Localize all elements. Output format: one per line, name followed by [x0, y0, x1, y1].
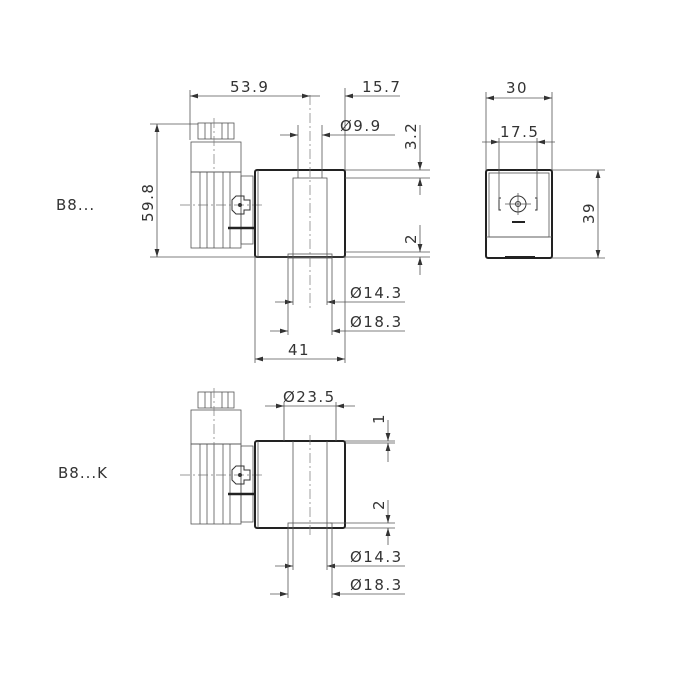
connector-plug: [180, 118, 262, 249]
dim-15-7: 15.7: [362, 78, 401, 96]
dim-17-5: 17.5: [500, 123, 539, 141]
coil-view-b8: B8...: [56, 78, 430, 363]
model-label-b8: B8...: [56, 196, 95, 214]
dim-53-9: 53.9: [230, 78, 269, 96]
dim-39: 39: [580, 202, 598, 224]
dim-30: 30: [506, 79, 528, 97]
dim-3-2: 3.2: [402, 122, 420, 150]
dim-dia-18-3-bottom: Ø18.3: [350, 576, 403, 594]
coil-view-b8k: B8...K: [58, 388, 405, 598]
dim-dia-14-3-bottom: Ø14.3: [350, 548, 403, 566]
dim-dia-14-3-top: Ø14.3: [350, 284, 403, 302]
dim-2-top: 2: [402, 233, 420, 244]
dim-dia-23-5: Ø23.5: [283, 388, 336, 406]
connector-front-view: 30 17.5 39: [482, 79, 605, 259]
dim-59-8: 59.8: [139, 183, 157, 222]
coil-body-k: [254, 440, 346, 529]
dim-dia-9-9: Ø9.9: [340, 117, 382, 135]
coil-body: [254, 169, 346, 258]
dim-41: 41: [288, 341, 310, 359]
dim-1: 1: [370, 413, 388, 424]
connector-plug-k: [180, 388, 262, 525]
dim-2-bottom: 2: [370, 499, 388, 510]
dim-dia-18-3-top: Ø18.3: [350, 313, 403, 331]
model-label-b8k: B8...K: [58, 464, 108, 482]
